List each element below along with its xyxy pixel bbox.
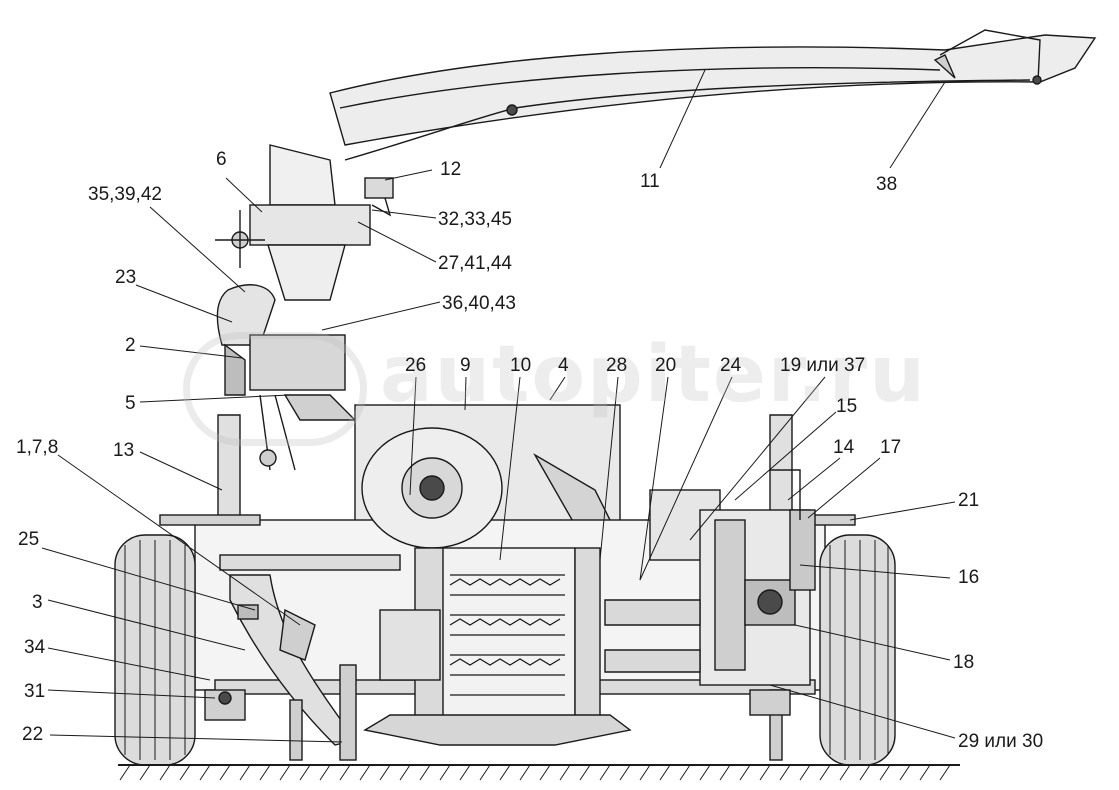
callout-36-40-43: 36,40,43 — [442, 293, 516, 314]
callout-29-or-30: 29 или 30 — [958, 731, 1044, 752]
callout-26: 26 — [405, 355, 427, 376]
callout-22: 22 — [22, 724, 44, 745]
callout-38: 38 — [876, 174, 898, 195]
callout-6: 6 — [216, 149, 227, 170]
callout-11: 11 — [640, 171, 660, 192]
callout-31: 31 — [24, 681, 46, 702]
callout-23: 23 — [115, 267, 137, 288]
callout-19-or-37: 19 или 37 — [780, 355, 866, 376]
left-wheel — [114, 534, 196, 766]
callout-34: 34 — [24, 637, 46, 658]
callout-16: 16 — [958, 567, 980, 588]
callout-12: 12 — [440, 159, 462, 180]
callout-25: 25 — [18, 529, 40, 550]
callout-14: 14 — [833, 437, 855, 458]
callout-4: 4 — [558, 355, 569, 376]
support-legs — [204, 664, 791, 761]
ground — [118, 764, 960, 781]
chopper-drum — [363, 547, 632, 746]
callout-15: 15 — [836, 396, 858, 417]
callout-10: 10 — [510, 355, 532, 376]
callout-28: 28 — [606, 355, 628, 376]
left-trough — [229, 574, 357, 746]
callout-20: 20 — [655, 355, 677, 376]
callout-2: 2 — [125, 335, 136, 356]
callout-17: 17 — [880, 437, 902, 458]
callout-35-39-42: 35,39,42 — [88, 184, 162, 205]
spout-column — [215, 144, 394, 471]
leader-lines — [41, 69, 956, 743]
callout-32-33-45: 32,33,45 — [438, 209, 512, 230]
right-drive — [604, 469, 816, 686]
callout-5: 5 — [125, 393, 136, 414]
callout-18: 18 — [953, 652, 975, 673]
discharge-chute — [329, 29, 1097, 161]
spare-wheel — [361, 427, 503, 549]
callout-1-7-8: 1,7,8 — [16, 437, 59, 458]
callout-24: 24 — [720, 355, 742, 376]
callout-9: 9 — [460, 355, 471, 376]
callout-3: 3 — [32, 592, 43, 613]
callout-21: 21 — [958, 490, 980, 511]
callout-13: 13 — [113, 440, 135, 461]
callout-27-41-44: 27,41,44 — [438, 253, 512, 274]
